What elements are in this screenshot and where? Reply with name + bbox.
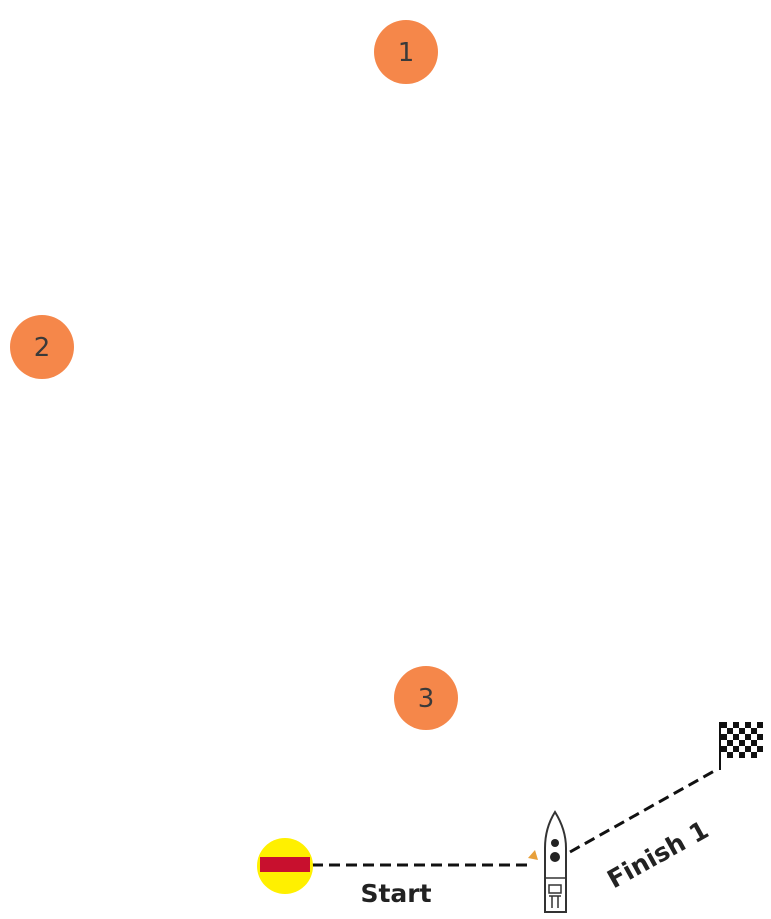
mark-2-label: 2 xyxy=(34,333,51,363)
checkered-flag-icon xyxy=(720,722,763,770)
pin-buoy-icon xyxy=(257,838,313,894)
finish-label: Finish 1 xyxy=(602,815,713,894)
start-label: Start xyxy=(360,879,431,908)
mark-2: 2 xyxy=(10,315,74,379)
mark-1: 1 xyxy=(374,20,438,84)
mark-1-label: 1 xyxy=(398,38,415,68)
mark-3-label: 3 xyxy=(418,684,435,714)
committee-boat-icon xyxy=(528,812,566,912)
mark-3: 3 xyxy=(394,666,458,730)
